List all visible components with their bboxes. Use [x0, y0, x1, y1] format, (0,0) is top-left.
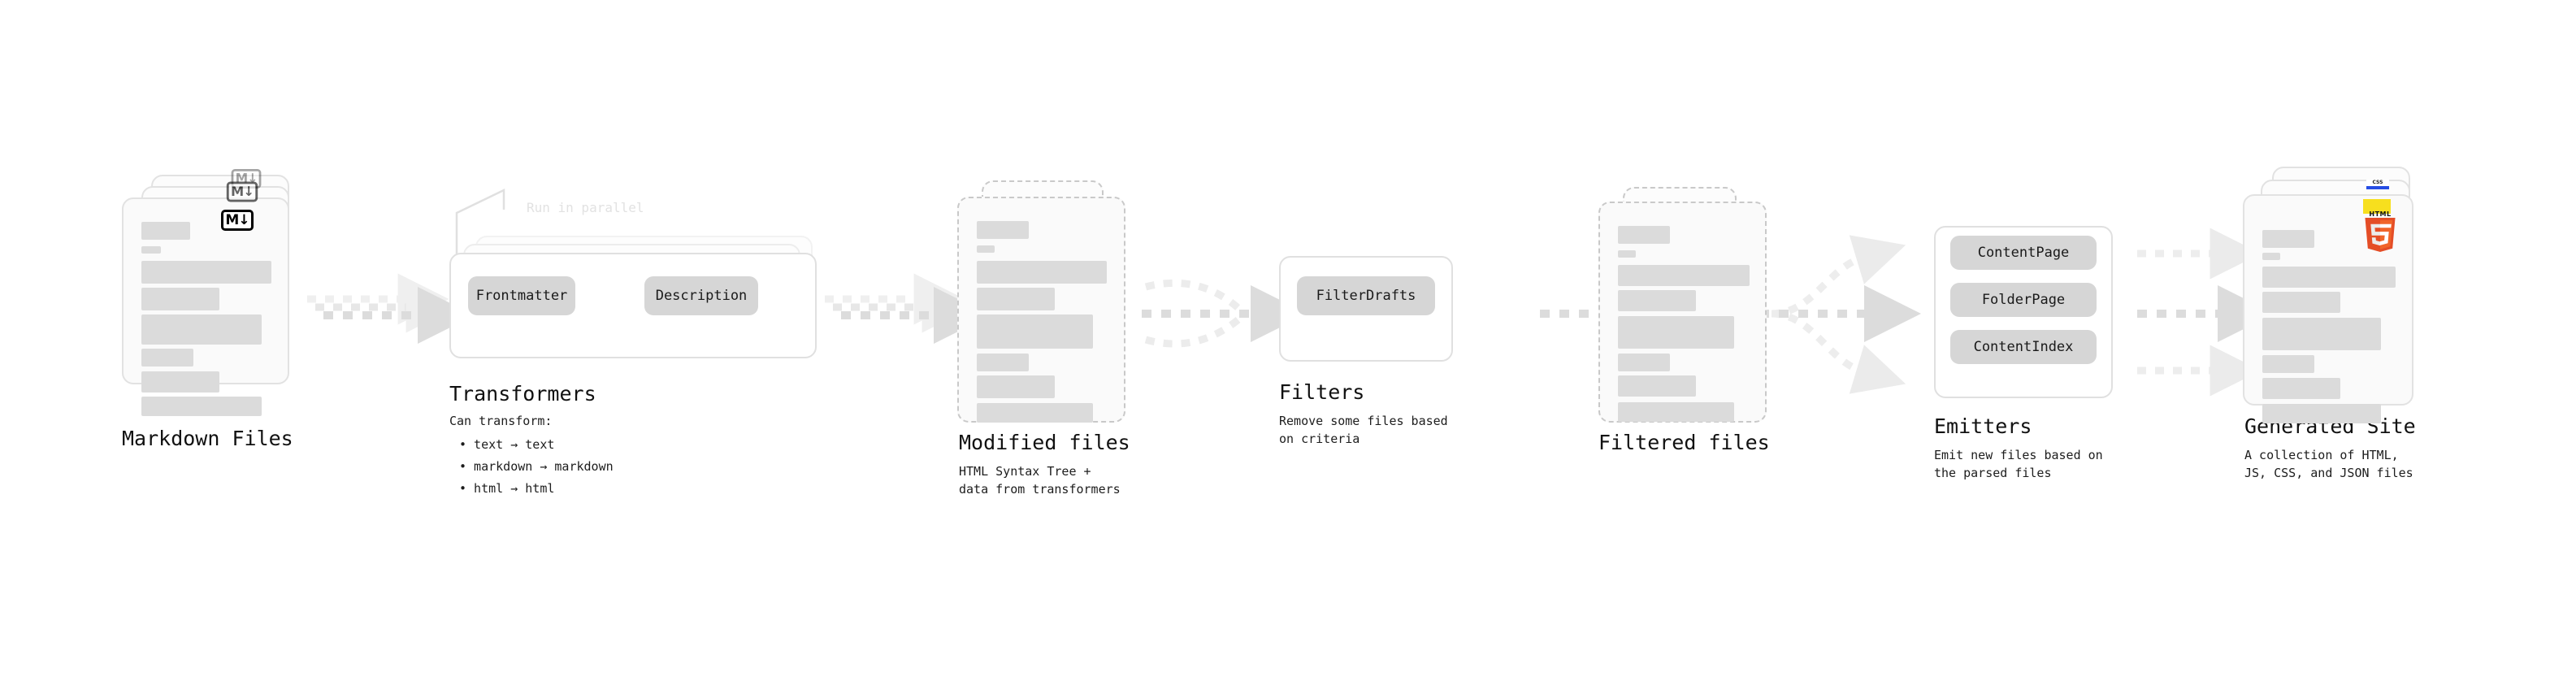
- filtered-card-front: [1598, 202, 1767, 423]
- css-icon: CSS: [2366, 180, 2389, 189]
- transformers-bullet-0: • text → text: [459, 437, 555, 452]
- skeleton-bar: [2262, 253, 2280, 260]
- arrow-emitters-to-site: [2137, 228, 2275, 397]
- skeleton-bar: [141, 371, 219, 393]
- skeleton-bar: [977, 314, 1093, 349]
- skeleton-bar: [1618, 290, 1696, 311]
- skeleton-bar: [1618, 354, 1670, 371]
- skeleton-bar: [977, 245, 995, 253]
- skeleton-bar: [977, 261, 1107, 284]
- css-icon-label: CSS: [2372, 180, 2383, 185]
- skeleton-bar: [977, 403, 1093, 423]
- skeleton-bar: [141, 349, 193, 367]
- transformer-pill-description[interactable]: Description: [644, 276, 758, 315]
- markdown-files-title: Markdown Files: [122, 427, 293, 450]
- arrow-transformers-to-modified: [825, 273, 991, 344]
- modified-files-title: Modified files: [959, 431, 1130, 454]
- emitter-pill-contentpage[interactable]: ContentPage: [1950, 236, 2097, 270]
- filters-title: Filters: [1279, 380, 1365, 404]
- transformers-title: Transformers: [449, 382, 596, 406]
- emitters-title: Emitters: [1934, 414, 2032, 438]
- skeleton-bar: [1618, 375, 1696, 397]
- skeleton-bar: [1618, 226, 1670, 244]
- skeleton-bar: [977, 375, 1055, 398]
- skeleton-bar: [141, 288, 219, 310]
- filtered-files-title: Filtered files: [1598, 431, 1770, 454]
- html5-icon-label: HTML: [2369, 210, 2392, 218]
- arrow-modified-to-filters: [1142, 279, 1308, 348]
- modified-card-front: [957, 197, 1125, 423]
- markdown-icon-back-1: M↓: [226, 181, 258, 202]
- skeleton-bar: [2262, 378, 2340, 399]
- html5-shield-icon: [2365, 218, 2396, 252]
- arrow-filtered-to-emitters: [1759, 235, 1921, 394]
- js-icon: [2363, 199, 2391, 214]
- html5-icon: HTML: [2363, 211, 2397, 254]
- generated-site-subtitle: A collection of HTML, JS, CSS, and JSON …: [2244, 448, 2413, 480]
- skeleton-bar: [2262, 355, 2314, 373]
- skeleton-bar: [1618, 402, 1734, 422]
- skeleton-bar: [977, 221, 1029, 239]
- markdown-card-front: [122, 197, 289, 416]
- run-in-parallel-label: Run in parallel: [527, 200, 644, 215]
- transformers-bullet-1: • markdown → markdown: [459, 459, 614, 474]
- skeleton-bar: [141, 246, 161, 254]
- skeleton-bar: [141, 397, 262, 416]
- skeleton-bar: [1618, 250, 1636, 258]
- skeleton-bar: [2262, 267, 2396, 288]
- skeleton-bar: [141, 314, 262, 345]
- skeleton-bar: [1618, 265, 1750, 286]
- emitter-pill-folderpage[interactable]: FolderPage: [1950, 283, 2097, 317]
- emitter-pill-contentindex[interactable]: ContentIndex: [1950, 330, 2097, 364]
- emitters-subtitle: Emit new files based on the parsed files: [1934, 448, 2103, 480]
- transformer-pill-frontmatter[interactable]: Frontmatter: [468, 276, 575, 315]
- transformers-subtitle: Can transform:: [449, 414, 553, 428]
- skeleton-bar: [2262, 292, 2340, 313]
- transformers-bullet-2: • html → html: [459, 481, 555, 496]
- skeleton-bar: [977, 288, 1055, 310]
- filters-subtitle: Remove some files based on criteria: [1279, 414, 1448, 446]
- skeleton-bar: [1618, 316, 1734, 349]
- skeleton-bar: [2262, 404, 2381, 423]
- markdown-icon: M↓: [221, 210, 254, 231]
- arrow-markdown-to-transformers: [307, 273, 475, 344]
- skeleton-bar: [2262, 318, 2381, 350]
- skeleton-bar: [141, 222, 190, 240]
- skeleton-bar: [141, 261, 271, 284]
- skeleton-bar: [2262, 230, 2314, 248]
- filter-pill-filterdrafts[interactable]: FilterDrafts: [1297, 276, 1435, 315]
- css-icon-bar: [2366, 186, 2389, 189]
- modified-files-subtitle: HTML Syntax Tree + data from transformer…: [959, 464, 1121, 497]
- skeleton-bar: [977, 354, 1029, 371]
